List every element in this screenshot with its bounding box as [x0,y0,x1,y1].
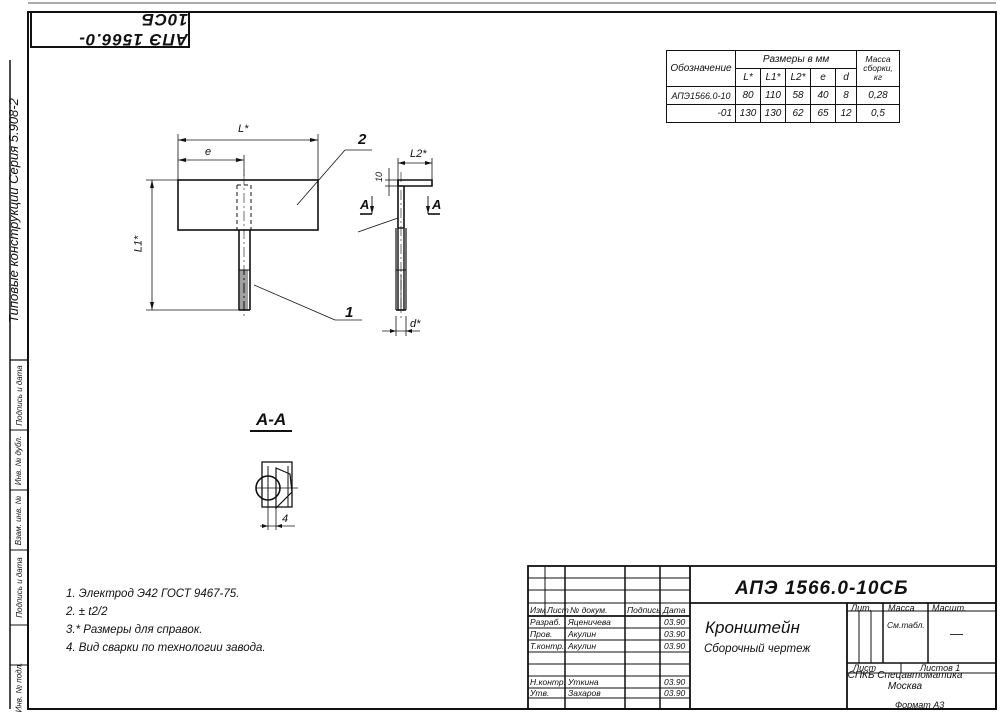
mirrored-code: АПЭ 1566.0-10СБ [78,10,188,49]
role-date: 03.90 [664,629,686,639]
sidebar-label: Подпись и дата [14,364,24,426]
mirrored-code-box: АПЭ 1566.0-10СБ [30,10,190,49]
hdr-sign: Подпись [627,605,661,615]
scale-label: Масшт. [932,603,967,613]
col-L2: L2* [785,68,811,87]
title-block-code: АПЭ 1566.0-10СБ [735,578,909,599]
role: Разраб. [530,617,561,627]
sheet-label: Лист [853,663,877,673]
format-label: Формат А3 [895,700,945,710]
cell: 65 [810,104,836,123]
hdr-doc: № докум. [570,605,608,615]
dim-L1-label: L1* [132,235,145,253]
role-name: Акулин [568,641,597,651]
role: Н.контр. [530,677,566,687]
sidebar-label: Подпись и дата [14,557,24,618]
cell: 80 [735,86,761,105]
col-d: d [835,68,857,87]
sidebar-cell-2: Инв. № дубл. [10,430,28,490]
sheets-label: Листов 1 [920,663,961,673]
cell: 0,5 [856,104,900,123]
role-name: Захаров [568,688,601,698]
section-label: А-А [250,410,293,432]
sidebar-cell-1: Подпись и дата [10,360,28,430]
sidebar-label: Взам. инв. № [14,495,24,545]
lit-label: Лит. [851,603,873,613]
hdr-izm: Изм [530,605,546,615]
position-1-label: 1 [345,304,354,321]
mass-header: Масса сборки, кг [856,50,900,87]
dim-d-label: d* [410,318,421,330]
role-name: Акулин [568,629,597,639]
sidebar-label: Инв. № подл. [14,662,24,712]
role-date: 03.90 [664,641,686,651]
sidebar-label: Инв. № дубл. [14,435,24,485]
sidebar-cell-4: Подпись и дата [10,550,28,625]
dim-10-label: 10 [374,171,385,183]
cell: 0,28 [856,86,900,105]
cut-right-label: А [432,197,442,212]
cell: 40 [810,86,836,105]
mass-label: Масса [888,603,915,613]
dim-L-label: L* [238,123,249,135]
cell: 12 [835,104,857,123]
title-block-name: Кронштейн [705,618,800,637]
dim-4-label: 4 [282,513,289,525]
dims-header: Размеры в мм [735,50,857,69]
sidebar-cell-5: Инв. № подл. [10,662,28,712]
cell: 130 [735,104,761,123]
hdr-list: Лист [547,605,569,615]
note-1: 1. Электрод Э42 ГОСТ 9467-75. [66,588,240,600]
role-date: 03.90 [664,677,686,687]
note-4: 4. Вид сварки по технологии завода. [66,642,266,654]
row-designation: АПЭ1566.0-10 [666,86,736,105]
table-row: -01 130 130 62 65 12 0,5 [666,104,900,123]
position-2-label: 2 [358,131,367,148]
col-L: L* [735,68,761,87]
dim-L2-label: L2* [410,148,427,160]
cut-left-label: А [360,197,370,212]
organization: СПКБ Спецавтоматика Москва [847,670,963,692]
row-designation: -01 [666,104,736,123]
cell: 8 [835,86,857,105]
cell: 58 [785,86,811,105]
col-L1: L1* [760,68,786,87]
scale-value: — [950,626,963,641]
role: Пров. [530,629,553,639]
cell: 62 [785,104,811,123]
dim-e-label: e [205,146,212,158]
role: Т.контр. [530,641,565,651]
col-designation: Обозначение [666,50,736,87]
notes: 1. Электрод Э42 ГОСТ 9467-75. 2. ± t2/2 … [66,585,266,657]
cell: 110 [760,86,786,105]
table-row: АПЭ1566.0-10 80 110 58 40 8 0,28 [666,86,900,105]
role-name: Яценичева [568,617,611,627]
note-3: 3.* Размеры для справок. [66,624,203,636]
title-block-subtitle: Сборочный чертеж [704,643,811,655]
sidebar-cell-3: Взам. инв. № [10,490,28,550]
mass-value: См.табл. [887,620,925,630]
cell: 130 [760,104,786,123]
role: Утв. [530,688,550,698]
col-e: e [810,68,836,87]
series-text: Типовые конструкции Серия 5.908-2 [5,97,21,323]
series-vertical-label: Типовые конструкции Серия 5.908-2 [2,60,24,360]
role-name: Уткина [568,677,599,687]
note-2: 2. ± t2/2 [66,606,108,618]
dimensions-table: Обозначение Размеры в мм Масса сборки, к… [666,50,900,123]
role-date: 03.90 [664,688,686,698]
role-date: 03.90 [664,617,686,627]
hdr-date: Дата [663,605,686,615]
